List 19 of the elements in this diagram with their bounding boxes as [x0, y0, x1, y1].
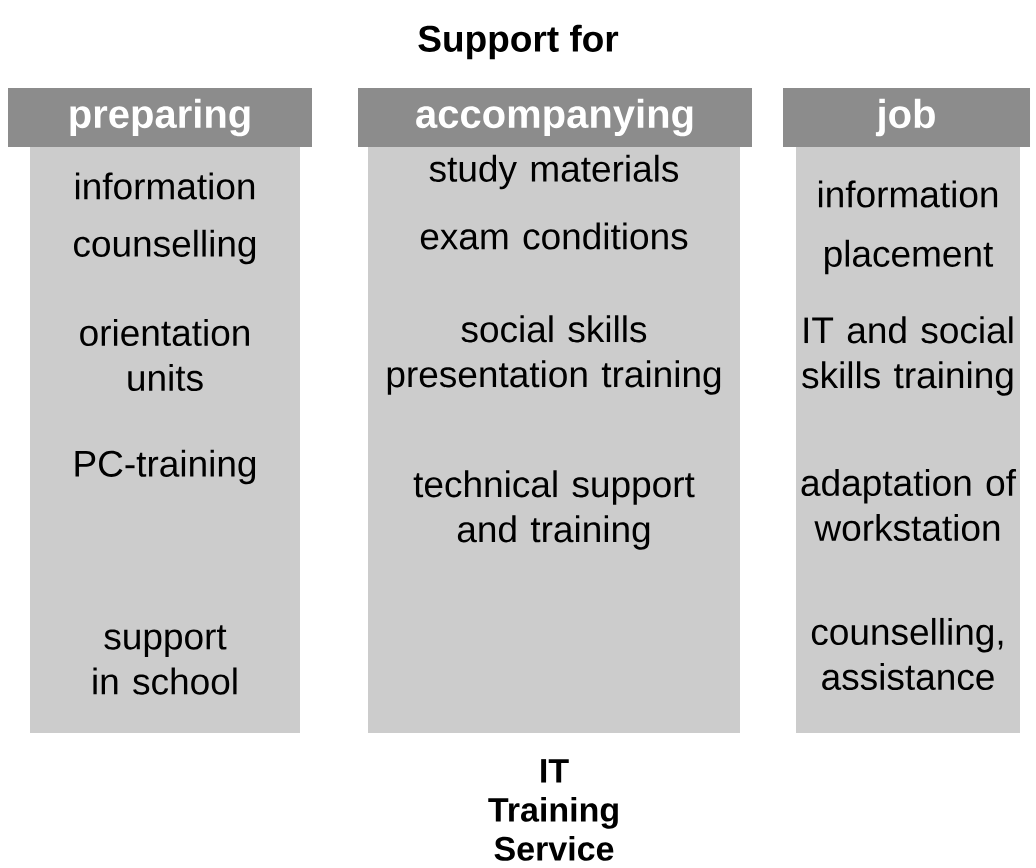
- column-header: accompanying: [358, 88, 752, 147]
- item-text: orientation units: [80, 318, 249, 392]
- item-text: PC-training: [75, 449, 256, 485]
- caption: IT Training Service: [488, 759, 618, 861]
- item-text: support in school: [93, 625, 237, 695]
- item-text: technical support and training: [413, 470, 695, 550]
- item-text: social skills presentation training: [387, 315, 721, 395]
- item-text: information: [75, 172, 255, 200]
- item-text: counselling, assistance: [811, 617, 1003, 691]
- column-header: preparing: [8, 88, 312, 147]
- item-text: counselling: [74, 229, 256, 265]
- item-text: adaptation of workstation: [801, 468, 1016, 542]
- item-text: study materials: [429, 154, 679, 190]
- item-text: IT and social skills training: [802, 316, 1013, 396]
- item-text: information: [818, 180, 998, 208]
- item-text: exam conditions: [420, 222, 688, 250]
- title: Support for: [418, 24, 619, 60]
- column-header: job: [783, 88, 1030, 147]
- item-text: placement: [825, 239, 994, 275]
